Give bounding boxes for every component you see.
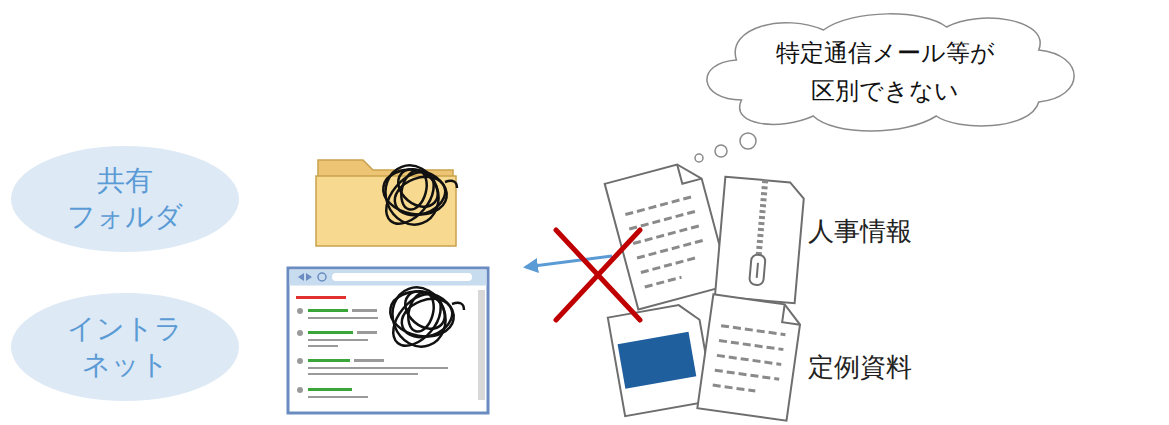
cloud-outline <box>680 5 1090 140</box>
folder-icon <box>316 160 456 246</box>
block-cross <box>556 230 640 320</box>
thought-bubbles <box>695 133 756 162</box>
scribble <box>377 158 457 233</box>
category-ellipse: 共有 フォルダ <box>10 145 240 253</box>
browser-window-icon <box>288 268 488 413</box>
thought-cloud: 特定通信メール等が 区別できない <box>680 5 1090 140</box>
ellipse-outline <box>10 292 240 402</box>
file-label: 人事情報 <box>808 214 912 249</box>
category-ellipse: イントラ ネット <box>10 292 240 402</box>
document-icon <box>605 159 730 309</box>
scribble <box>384 280 464 355</box>
ellipse-outline <box>10 145 240 253</box>
zip-file-icon <box>715 177 805 304</box>
blocked-arrow <box>526 256 612 267</box>
node-text: イントラ ネット <box>55 311 195 384</box>
node-text: 共有 フォルダ <box>55 163 195 236</box>
node-text: 特定通信メール等が 区別できない <box>755 35 1015 109</box>
file-label: 定例資料 <box>808 350 912 385</box>
document-icon <box>697 294 802 420</box>
